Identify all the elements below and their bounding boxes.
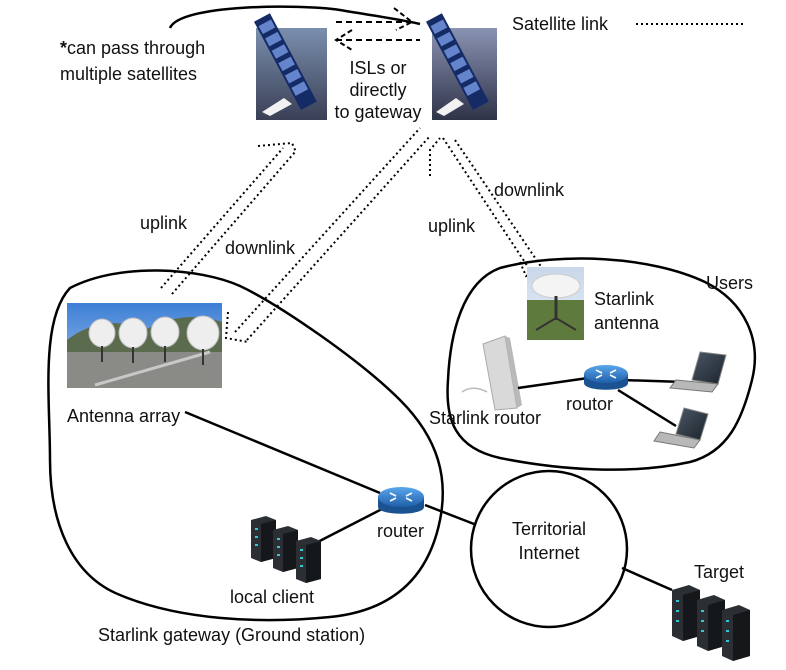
downlink-gateway-beam xyxy=(224,127,431,343)
satellite-image-right xyxy=(426,13,497,120)
satellite-note-line2: multiple satellites xyxy=(60,64,198,84)
multi-satellite-loop xyxy=(168,5,421,29)
satellite-note-line1: can pass through xyxy=(67,38,206,58)
isl-arrows xyxy=(336,21,420,41)
isl-note-line1: ISLs or xyxy=(349,58,407,78)
uplink-users-label: uplink xyxy=(428,216,476,236)
satellite-note: *can pass through multiple satellites xyxy=(60,37,205,85)
starlink-antenna-image xyxy=(527,267,584,340)
starlink-router-label: Starlink routor xyxy=(429,408,542,428)
uplink-gateway-label: uplink xyxy=(140,213,188,233)
isl-arrowheads xyxy=(334,7,414,51)
territorial-internet-line2: Internet xyxy=(518,543,580,563)
target-servers-icon xyxy=(672,585,750,661)
gateway-router-label: router xyxy=(377,521,425,541)
antenna-array-image xyxy=(67,303,222,388)
laptop-icon xyxy=(653,407,709,449)
target-label: Target xyxy=(694,562,745,582)
isl-note-line2: directly xyxy=(349,80,407,100)
users-router-label: routor xyxy=(566,394,614,414)
users-router-icon xyxy=(584,365,628,390)
territorial-internet-label: Territorial Internet xyxy=(489,518,609,564)
starlink-antenna-line2: antenna xyxy=(594,313,660,333)
users-title: Users xyxy=(706,273,754,293)
uplink-gateway-beam xyxy=(160,141,297,295)
gateway-caption: Starlink gateway (Ground station) xyxy=(98,625,366,645)
downlink-users-label: downlink xyxy=(494,180,565,200)
satellite-link-legend-label: Satellite link xyxy=(512,14,609,34)
users-boundary xyxy=(446,257,757,471)
downlink-gateway-label: downlink xyxy=(225,238,296,258)
local-client-servers-icon xyxy=(251,516,321,583)
territorial-internet-line1: Territorial xyxy=(511,519,586,539)
isl-note: ISLs or directly to gateway xyxy=(318,57,438,123)
gateway-router-icon xyxy=(378,487,424,514)
isl-note-line3: to gateway xyxy=(334,102,422,122)
starlink-antenna-label: Starlink antenna xyxy=(594,288,659,334)
starlink-antenna-line1: Starlink xyxy=(594,289,655,309)
laptop-icon xyxy=(669,351,727,393)
gateway-boundary xyxy=(47,269,444,622)
local-client-label: local client xyxy=(230,587,315,607)
connection-lines xyxy=(184,376,685,592)
satellite-image-left xyxy=(254,13,327,120)
antenna-array-label: Antenna array xyxy=(67,406,181,426)
territorial-internet-circle xyxy=(469,469,629,629)
downlink-users-beam xyxy=(429,137,543,278)
satellite-note-star: * xyxy=(60,38,68,58)
starlink-router-device xyxy=(461,335,522,411)
